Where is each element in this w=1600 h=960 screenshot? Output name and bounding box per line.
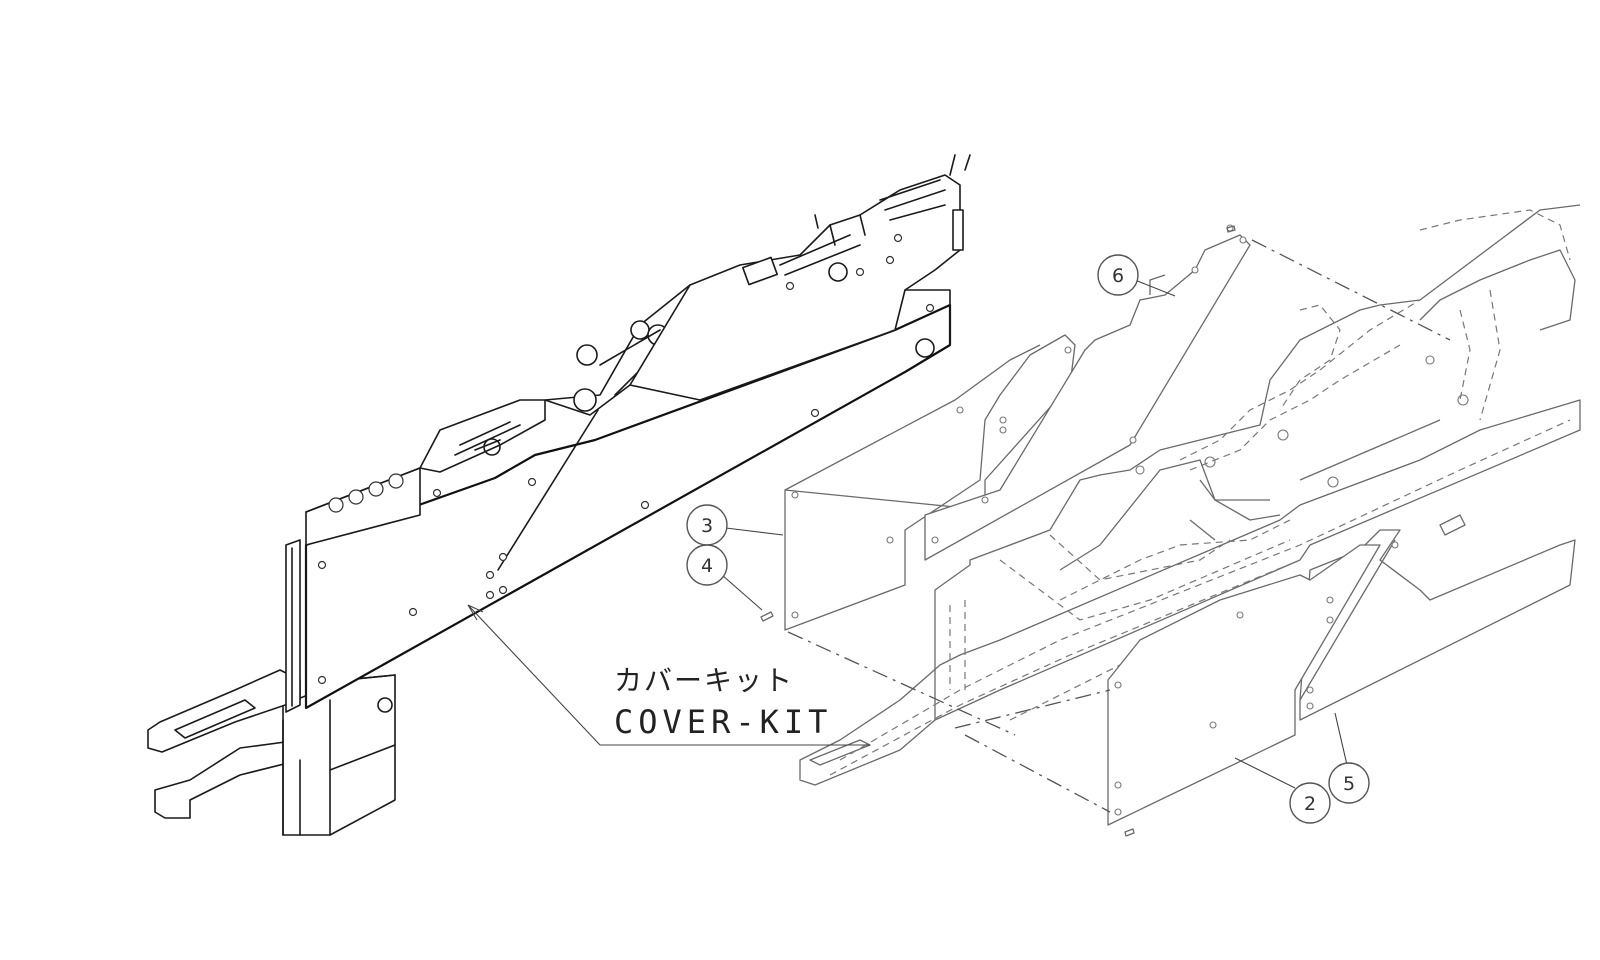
cover-panel-6 [924,234,1251,561]
callout-5-label: 5 [1343,773,1355,795]
cover-kit-english: COVER-KIT [614,703,832,741]
cover-kit-japanese: カバーキット [614,664,794,697]
callout-6-label: 6 [1112,265,1124,287]
screw-bottom [1124,828,1135,837]
callout-3-label: 3 [701,515,713,537]
screw-4 [760,611,774,622]
callout-4: 4 [686,544,763,611]
cover-kit-label: カバーキット COVER-KIT [467,604,870,746]
callout-2-label: 2 [1304,793,1316,815]
exploded-view [760,204,1581,837]
screw-top [1226,225,1236,233]
callout-4-label: 4 [701,555,713,577]
callout-2: 2 [1234,757,1331,824]
callout-3: 3 [686,504,784,546]
callout-5: 5 [1328,712,1370,804]
assembled-feeder [147,154,971,836]
callout-6: 6 [1097,254,1176,297]
cover-panel-3 [784,334,1076,631]
side-plate-2 [1107,544,1381,826]
